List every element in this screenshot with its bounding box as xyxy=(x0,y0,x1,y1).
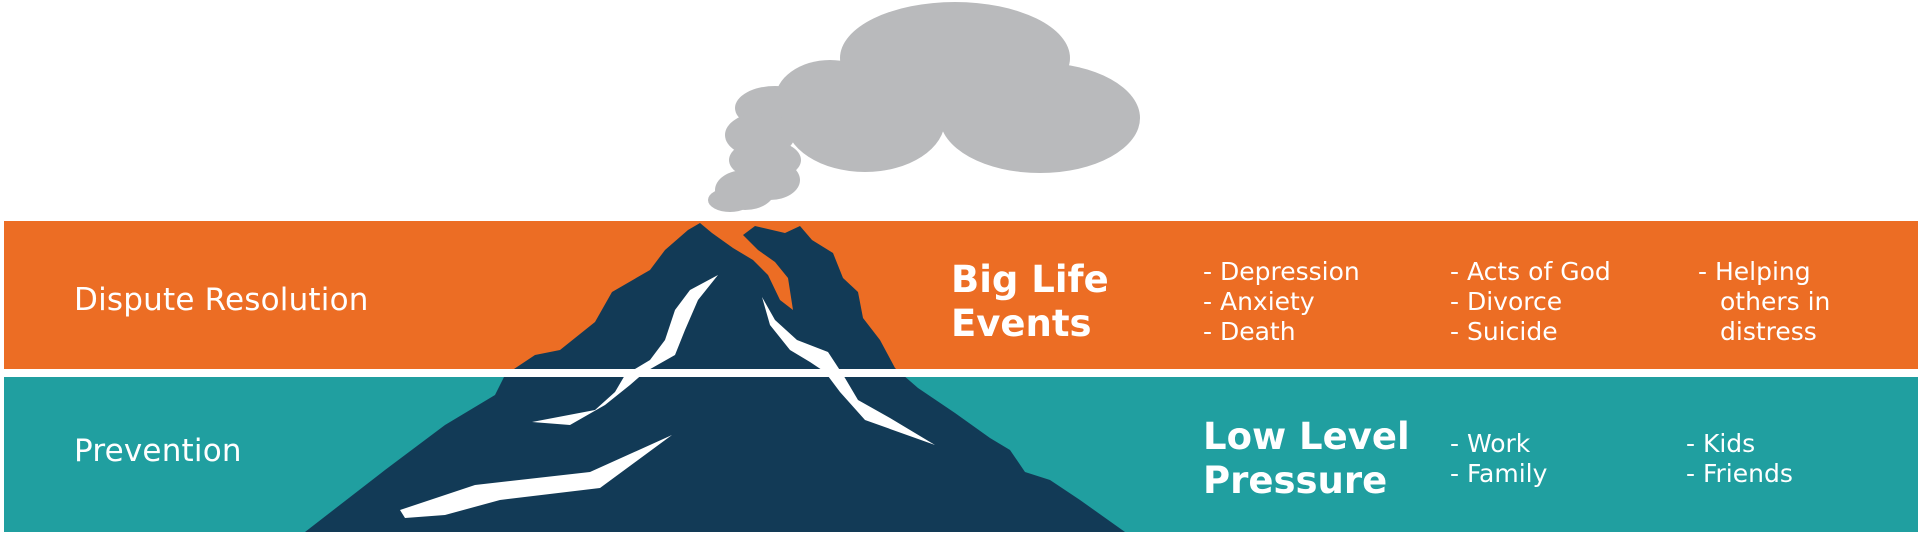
prevention-label: Prevention xyxy=(74,433,242,469)
list-item: - Kids xyxy=(1686,429,1756,458)
list-item: - Acts of God xyxy=(1450,257,1611,286)
list-item: - Work xyxy=(1450,429,1531,458)
list-item: - Family xyxy=(1450,459,1548,488)
low-level-pressure-heading: Low Level Pressure xyxy=(1203,415,1410,502)
dispute-resolution-band xyxy=(4,221,1918,369)
big-life-events-heading: Big Life Events xyxy=(951,258,1109,345)
list-item: - Suicide xyxy=(1450,317,1558,346)
list-item: - Anxiety xyxy=(1203,287,1315,316)
band-divider xyxy=(4,369,1918,377)
list-item: - Divorce xyxy=(1450,287,1563,316)
top-group-3: - Helping others in distress xyxy=(1698,257,1890,347)
list-item: - Death xyxy=(1203,317,1296,346)
list-item: - Depression xyxy=(1203,257,1360,286)
bottom-group-2: - Kids - Friends xyxy=(1686,429,1793,489)
volcano-icon xyxy=(305,223,1125,532)
top-group-1: - Depression - Anxiety - Death xyxy=(1203,257,1360,347)
dispute-resolution-label: Dispute Resolution xyxy=(74,282,369,318)
top-group-2: - Acts of God - Divorce - Suicide xyxy=(1450,257,1611,347)
list-item: - Friends xyxy=(1686,459,1793,488)
list-item: - Helping others in distress xyxy=(1698,257,1831,346)
bottom-group-1: - Work - Family xyxy=(1450,429,1547,489)
smoke-cloud-icon xyxy=(708,2,1140,212)
